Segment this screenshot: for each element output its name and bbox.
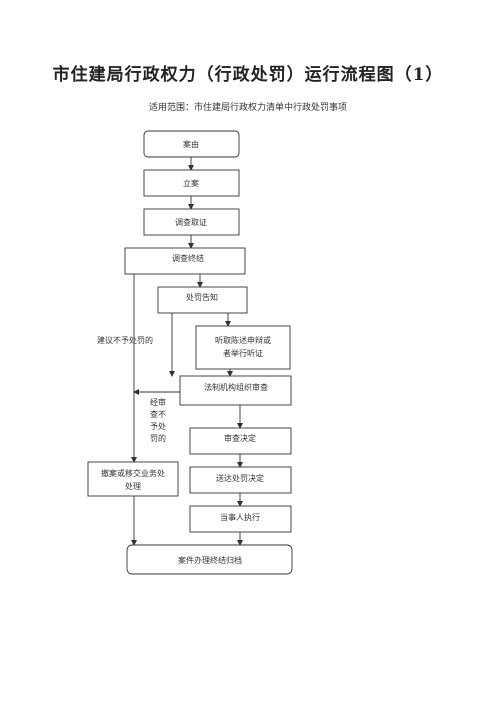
node-investigation-end: 调查终结 [124,247,246,275]
node-hearing-label-2: 者举行听证 [223,348,263,358]
node-hearing: 听取陈述申辩或 者举行听证 [195,325,291,370]
node-review-decision-label: 审查决定 [224,433,256,443]
node-transfer-label-1: 撤案或移交业务处 [101,468,165,478]
node-execution-label: 当事人执行 [220,512,260,522]
node-hearing-label-1: 听取陈述申辩或 [215,335,271,345]
label-no-penalty-suggest: 建议不予处罚的 [97,335,153,345]
node-transfer: 撤案或移交业务处 处理 [87,461,179,497]
node-filing-label: 立案 [183,178,199,188]
node-investigation-end-label: 调查终结 [172,253,204,263]
node-legal-review: 法制机构组织审查 [179,375,292,406]
node-legal-review-label: 法制机构组织审查 [204,382,268,392]
node-case-origin-label: 案由 [183,139,199,149]
node-deliver-decision-label: 送达处罚决定 [216,473,264,483]
node-execution: 当事人执行 [189,505,292,533]
node-review-decision: 审查决定 [189,427,292,455]
node-penalty-notice: 处罚告知 [157,286,248,314]
node-investigation-label: 调查取证 [175,217,207,227]
scope-text: 适用范围：市住建局行政权力清单中行政处罚事项 [148,103,347,113]
label-reviewed-no-penalty: 经审 查不 予处 罚的 [150,397,166,443]
node-transfer-label-2: 处理 [125,481,141,491]
label-reviewed-line-4: 罚的 [150,433,166,443]
node-penalty-notice-label: 处罚告知 [186,292,218,302]
label-reviewed-line-1: 经审 [150,397,166,407]
node-archive: 案件办理终结归档 [126,544,293,575]
node-filing: 立案 [143,169,240,197]
flow-edges [131,157,243,546]
node-investigation: 调查取证 [143,208,240,236]
node-archive-label: 案件办理终结归档 [178,555,242,565]
page-title: 市住建局行政权力（行政处罚）运行流程图（1） [52,65,444,85]
node-case-origin: 案由 [143,130,240,158]
label-reviewed-line-2: 查不 [150,409,166,419]
node-deliver-decision: 送达处罚决定 [189,466,292,494]
label-reviewed-line-3: 予处 [150,421,166,431]
